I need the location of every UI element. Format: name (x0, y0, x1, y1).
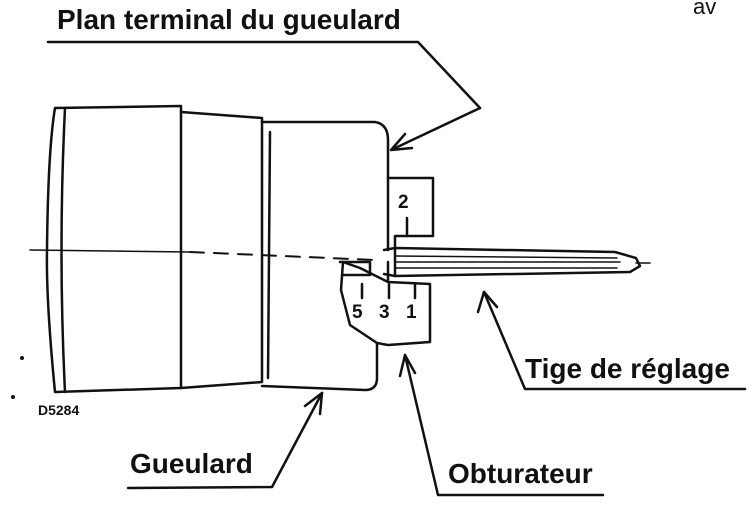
bottom-scale-ticks (360, 282, 417, 300)
scale-number-2: 2 (398, 192, 409, 213)
obturateur-plate (339, 260, 432, 347)
top-scale-box (386, 176, 435, 250)
speck (11, 395, 15, 399)
plan-terminal-label: Plan terminal du gueulard (57, 4, 401, 35)
gueulard-arrow (303, 391, 324, 416)
gueulard-leader-line (126, 391, 324, 490)
obturateur-arrow (398, 353, 417, 378)
body-ring-2 (179, 110, 264, 390)
gueulard-end (260, 120, 390, 392)
tige-label: Tige de réglage (525, 353, 730, 384)
cut-off-text: av (693, 0, 717, 19)
gueulard-label: Gueulard (130, 448, 253, 479)
scale-number-5: 5 (352, 302, 363, 323)
center-line-dashed (189, 251, 376, 261)
obturateur-leader-line (403, 353, 605, 497)
plan-terminal-leader-line (46, 40, 482, 110)
tige-leader-line (482, 290, 747, 391)
plan-terminal-arrow (389, 106, 482, 152)
tige-grooves (394, 255, 621, 269)
obturateur-label: Obturateur (448, 458, 593, 489)
speck (20, 356, 24, 360)
scale-number-3: 3 (379, 302, 390, 323)
tige-rod (382, 246, 642, 278)
figure-reference: D5284 (38, 402, 80, 418)
center-line (29, 249, 191, 253)
gueulard-body (45, 104, 183, 394)
tige-arrow (476, 290, 499, 314)
scale-number-1: 1 (406, 302, 417, 323)
obturateur-step (338, 260, 372, 277)
